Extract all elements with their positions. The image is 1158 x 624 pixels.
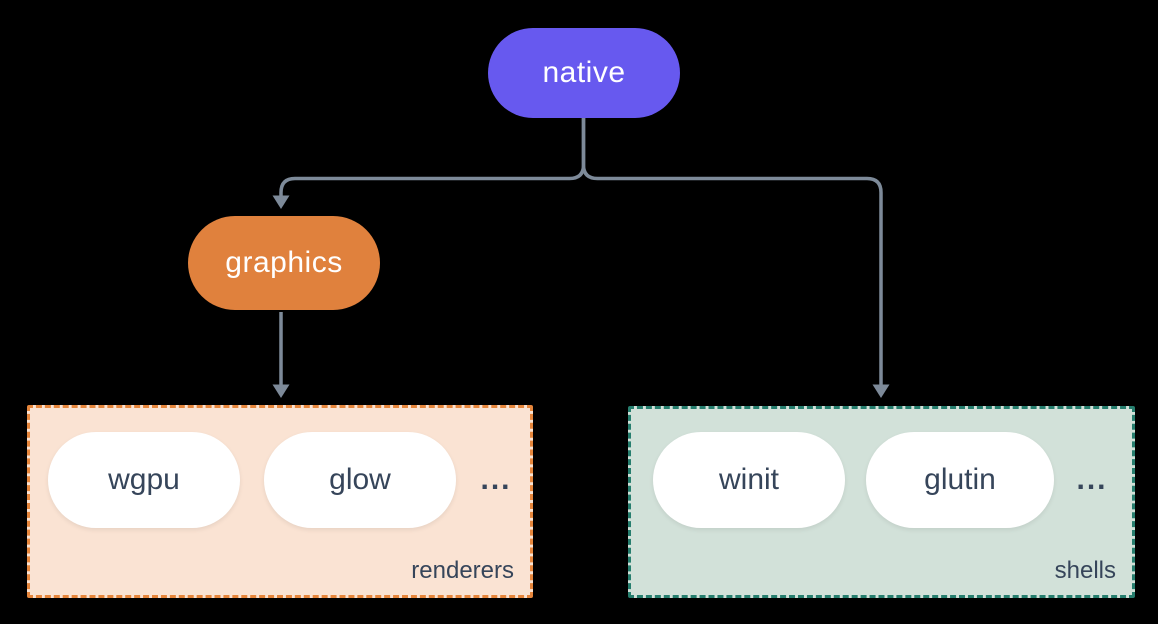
node-graphics: graphics: [188, 216, 380, 310]
connector-native-to-graphics: [279, 116, 586, 196]
arrowhead-shells: [872, 384, 890, 398]
renderers-group-label: renderers: [411, 557, 514, 584]
pill-wgpu-label: wgpu: [108, 463, 180, 496]
pill-glutin-label: glutin: [924, 463, 996, 496]
shells-group-label: shells: [1054, 557, 1116, 584]
shells-ellipsis: ...: [1076, 463, 1108, 496]
pill-glutin: glutin: [866, 432, 1054, 528]
pill-glow-label: glow: [329, 463, 391, 496]
node-graphics-label: graphics: [225, 246, 343, 279]
connector-native-to-shells: [581, 116, 883, 386]
node-native-label: native: [542, 56, 626, 89]
arrowhead-graphics: [272, 195, 290, 209]
node-native: native: [488, 28, 680, 118]
pill-winit-label: winit: [718, 463, 779, 496]
pill-glow: glow: [264, 432, 456, 528]
renderers-ellipsis: ...: [480, 463, 512, 496]
arrowhead-renderers: [272, 384, 290, 398]
pill-winit: winit: [653, 432, 845, 528]
pill-wgpu: wgpu: [48, 432, 240, 528]
